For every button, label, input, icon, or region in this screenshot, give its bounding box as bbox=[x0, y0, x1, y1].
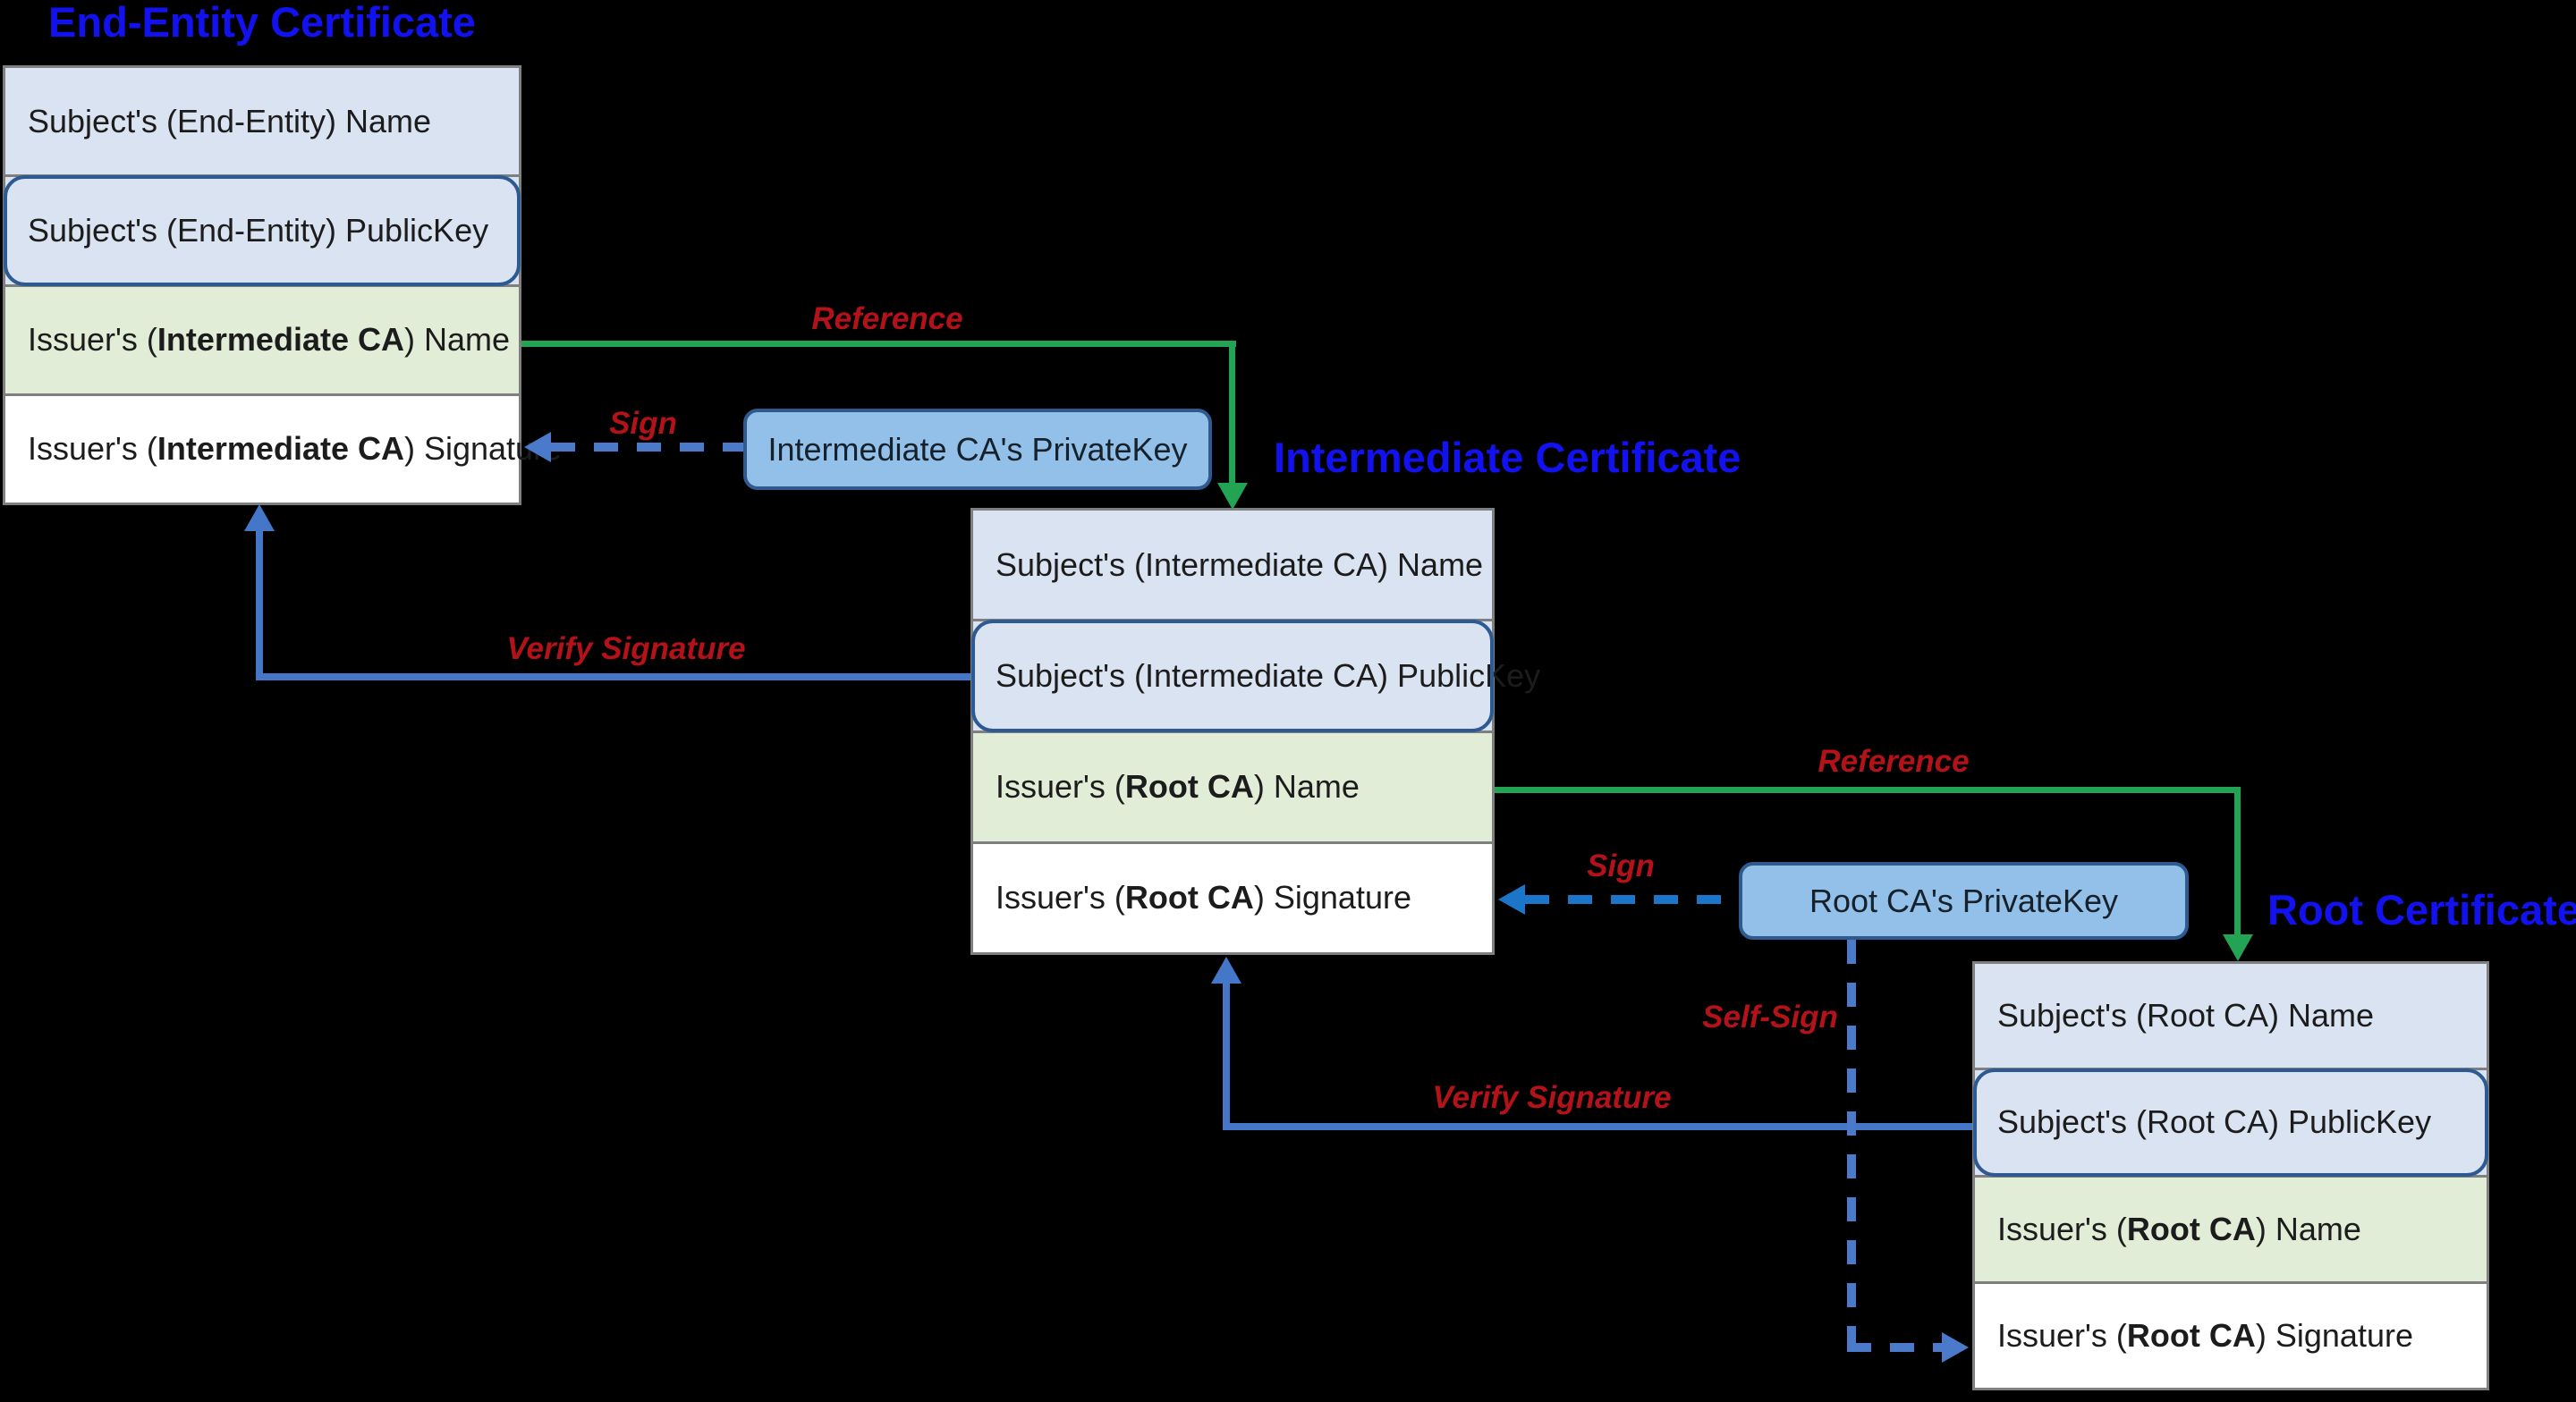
verify-arrow-2-head bbox=[1211, 957, 1241, 984]
cell-text-pre: Issuer's ( bbox=[28, 430, 157, 468]
intermediate-subject-name-row: Subject's (Intermediate CA) Name bbox=[973, 511, 1492, 622]
root-issuer-name-row: Issuer's (Root CA) Name bbox=[1975, 1177, 2487, 1284]
reference-arrow-1-line-h bbox=[521, 341, 1236, 347]
reference-label-1: Reference bbox=[811, 301, 963, 336]
cell-text-pre: Subject's (Intermediate CA) PublicKey bbox=[996, 656, 1541, 694]
reference-arrow-1-head bbox=[1217, 483, 1248, 510]
end-entity-issuer-name-row: Issuer's (Intermediate CA) Name bbox=[5, 286, 519, 396]
verify-signature-label-1: Verify Signature bbox=[506, 631, 746, 666]
verify-signature-label-2: Verify Signature bbox=[1432, 1080, 1672, 1115]
cell-text-bold: Root CA bbox=[1124, 768, 1254, 806]
sign-arrow-2-line bbox=[1525, 895, 1739, 904]
cell-text-pre: Issuer's ( bbox=[1997, 1316, 2127, 1354]
verify-arrow-1-line-h bbox=[256, 673, 970, 680]
cell-text-pre: Subject's (End-Entity) Name bbox=[28, 102, 432, 139]
cell-text-pre: Subject's (Root CA) Name bbox=[1997, 997, 2375, 1035]
self-sign-arrow-line-v bbox=[1847, 940, 1856, 1352]
cell-text-pre: Issuer's ( bbox=[1997, 1210, 2127, 1247]
intermediate-certificate-title: Intermediate Certificate bbox=[1274, 434, 1741, 481]
reference-arrow-2-line-v bbox=[2234, 787, 2241, 936]
cell-text-bold: Root CA bbox=[1124, 879, 1254, 916]
reference-arrow-2-head bbox=[2223, 934, 2253, 961]
end-entity-subject-publickey-row: Subject's (End-Entity) PublicKey bbox=[4, 175, 521, 287]
cell-text-bold: Root CA bbox=[2126, 1210, 2256, 1247]
sign-arrow-1-head bbox=[524, 432, 551, 462]
cell-text-post: ) Name bbox=[403, 321, 511, 359]
cell-text-pre: Issuer's ( bbox=[28, 321, 157, 359]
intermediate-issuer-name-row: Issuer's (Root CA) Name bbox=[973, 732, 1492, 844]
verify-arrow-1-head bbox=[244, 504, 275, 531]
cell-text-pre: Issuer's ( bbox=[996, 768, 1125, 806]
root-subject-name-row: Subject's (Root CA) Name bbox=[1975, 964, 2487, 1071]
self-sign-label: Self-Sign bbox=[1702, 1000, 1838, 1035]
root-certificate-box: Subject's (Root CA) Name Subject's (Root… bbox=[1972, 961, 2489, 1390]
root-issuer-signature-row: Issuer's (Root CA) Signature bbox=[1975, 1283, 2487, 1388]
root-subject-publickey-row: Subject's (Root CA) PublicKey bbox=[1973, 1068, 2488, 1178]
intermediate-issuer-signature-row: Issuer's (Root CA) Signature bbox=[973, 843, 1492, 952]
intermediate-certificate-box: Subject's (Intermediate CA) Name Subject… bbox=[970, 508, 1540, 955]
reference-arrow-2-line-h bbox=[1495, 787, 2241, 793]
cell-text-bold: Intermediate CA bbox=[157, 321, 404, 359]
sign-label-1: Sign bbox=[609, 406, 677, 441]
sign-arrow-2-head bbox=[1498, 884, 1525, 915]
verify-arrow-2-line-h bbox=[1223, 1123, 1972, 1130]
verify-arrow-1-line-v bbox=[256, 531, 263, 680]
reference-label-2: Reference bbox=[1818, 744, 1970, 779]
root-certificate-title: Root Certificate bbox=[2267, 886, 2576, 933]
self-sign-arrow-head bbox=[1942, 1332, 1969, 1363]
cell-text-post: ) Name bbox=[2255, 1210, 2361, 1247]
cell-text-post: ) Signature bbox=[2255, 1316, 2413, 1354]
self-sign-arrow-line-h bbox=[1847, 1343, 1942, 1352]
verify-arrow-2-line-v bbox=[1223, 984, 1230, 1130]
end-entity-certificate-box: Subject's (End-Entity) Name Subject's (E… bbox=[3, 65, 562, 505]
cell-text-post: ) Name bbox=[1253, 768, 1360, 806]
cell-text-pre: Subject's (Root CA) PublicKey bbox=[1997, 1103, 2432, 1141]
reference-arrow-1-line-v bbox=[1229, 341, 1235, 486]
cell-text-pre: Issuer's ( bbox=[996, 879, 1125, 916]
end-entity-subject-name-row: Subject's (End-Entity) Name bbox=[5, 68, 519, 178]
end-entity-certificate-title: End-Entity Certificate bbox=[48, 0, 476, 46]
cell-text-pre: Subject's (Intermediate CA) Name bbox=[996, 545, 1484, 583]
intermediate-subject-publickey-row: Subject's (Intermediate CA) PublicKey bbox=[971, 620, 1540, 733]
cell-text-bold: Intermediate CA bbox=[157, 430, 404, 468]
sign-arrow-1-line bbox=[551, 443, 743, 452]
cell-text-post: ) Signature bbox=[1253, 879, 1411, 916]
cell-text-pre: Subject's (End-Entity) PublicKey bbox=[28, 211, 489, 249]
cell-text-bold: Root CA bbox=[2126, 1316, 2256, 1354]
root-ca-privatekey-box: Root CA's PrivateKey bbox=[1739, 862, 2189, 940]
intermediate-ca-privatekey-box: Intermediate CA's PrivateKey bbox=[743, 409, 1212, 490]
end-entity-issuer-signature-row: Issuer's (Intermediate CA) Signature bbox=[5, 395, 562, 503]
sign-label-2: Sign bbox=[1587, 849, 1655, 883]
